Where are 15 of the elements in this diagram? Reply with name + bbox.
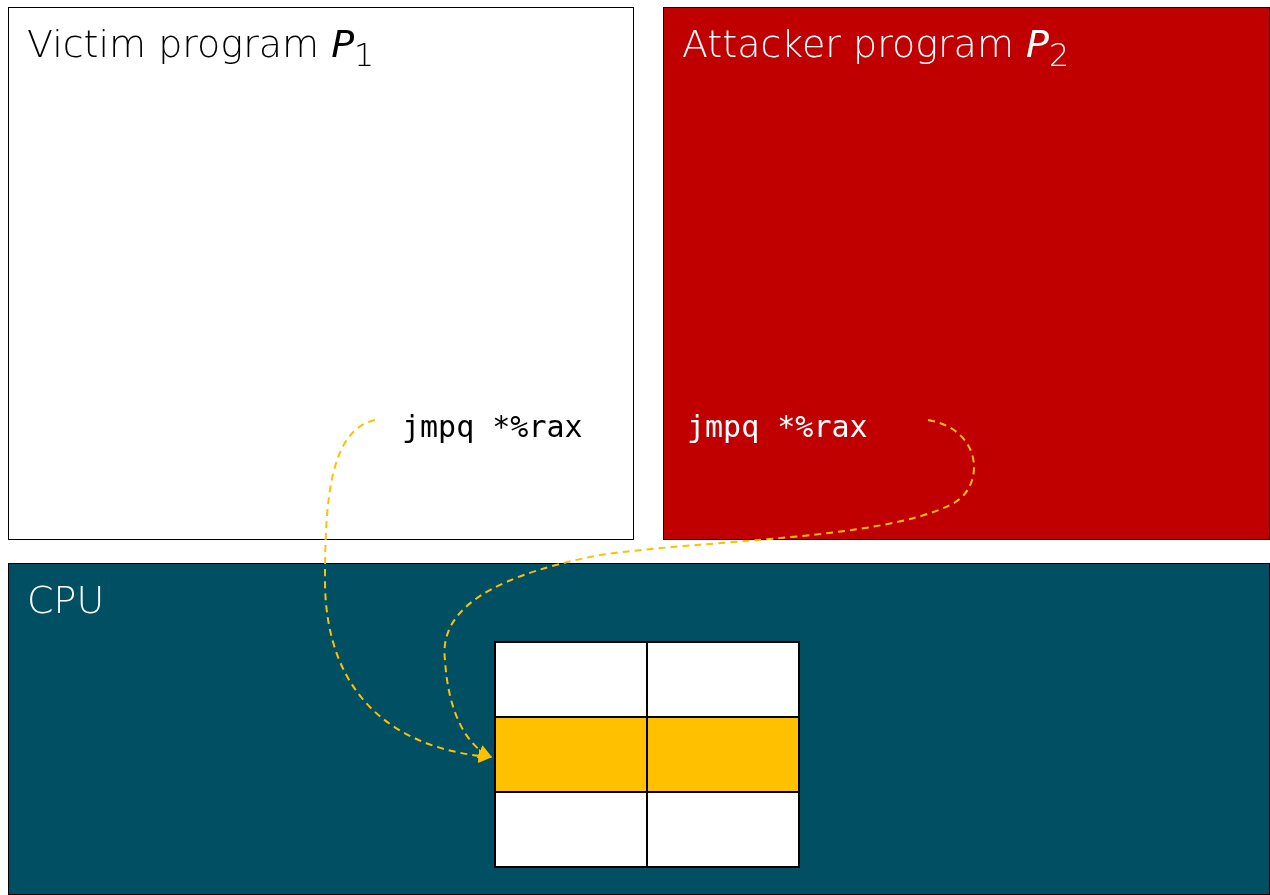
- highlighted-table-cell: [646, 716, 800, 793]
- program-panel: [8, 7, 634, 540]
- panel-title: CPU: [27, 578, 105, 622]
- highlighted-table-cell: [494, 716, 648, 793]
- panel-title: Attacker program P$_{2}$: [682, 22, 1070, 73]
- code-text: jmpq *%rax: [402, 409, 583, 444]
- program-panel: [663, 7, 1270, 540]
- cpu-panel: [8, 563, 1270, 895]
- table-cell: [494, 791, 648, 868]
- table-cell: [494, 641, 648, 718]
- dashed-arrow: [443, 419, 975, 758]
- table-cell: [646, 641, 800, 718]
- code-text: jmpq *%rax: [687, 409, 868, 444]
- panel-title: Victim program P$_{1}$: [27, 22, 375, 73]
- table-cell: [646, 791, 800, 868]
